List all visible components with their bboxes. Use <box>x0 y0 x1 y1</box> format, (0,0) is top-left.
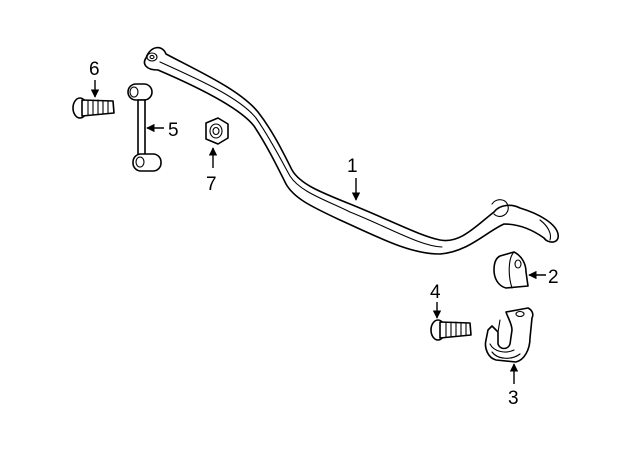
callout-3-label: 3 <box>508 388 519 409</box>
stabilizer-bar[interactable] <box>143 46 559 255</box>
bolt-4[interactable] <box>430 319 472 341</box>
bolt-6[interactable] <box>72 97 115 119</box>
nut[interactable] <box>205 117 229 145</box>
callout-2-label: 2 <box>548 267 559 288</box>
callout-1-label: 1 <box>347 156 358 177</box>
callout-7: 7 <box>206 147 218 195</box>
callout-1: 1 <box>347 156 361 201</box>
callout-6-label: 6 <box>89 59 100 80</box>
callout-5: 5 <box>146 120 179 141</box>
stabilizer-link[interactable] <box>127 83 162 172</box>
callout-3: 3 <box>508 363 519 409</box>
bushing[interactable] <box>493 251 529 289</box>
callout-4: 4 <box>430 282 442 319</box>
bracket[interactable] <box>484 307 534 363</box>
callout-6: 6 <box>89 59 100 98</box>
callout-7-label: 7 <box>206 174 217 195</box>
callout-4-label: 4 <box>430 282 441 303</box>
callout-2: 2 <box>528 267 559 288</box>
callout-5-label: 5 <box>168 120 179 141</box>
